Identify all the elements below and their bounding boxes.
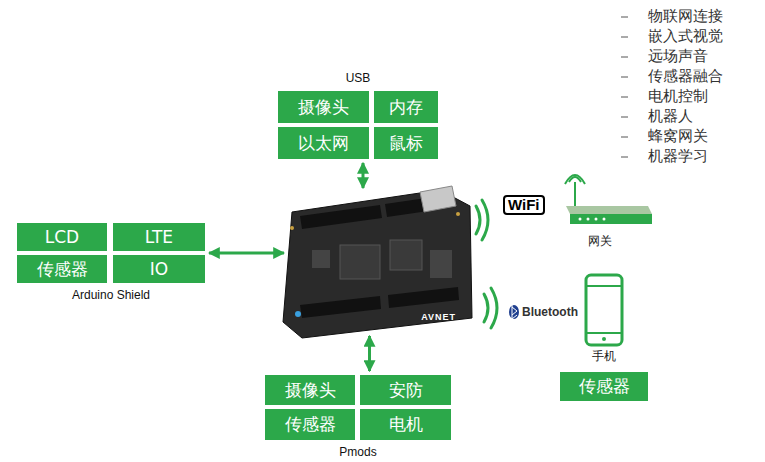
feature-box: 鼠标 [374, 127, 438, 159]
box-text: IO [150, 260, 168, 279]
list-item: 嵌入式视觉 [648, 28, 723, 45]
feature-box: IO [113, 255, 205, 283]
double-arrow [209, 252, 284, 255]
phone-icon [586, 275, 622, 345]
device-label: 网关 [588, 233, 612, 250]
board-brand: AVNET [421, 312, 456, 322]
box-text: 传感器 [579, 377, 630, 396]
feature-box: 摄像头 [278, 91, 369, 123]
feature-box: 传感器 [17, 255, 107, 283]
box-text: 内存 [389, 98, 423, 117]
list-item: 传感器融合 [648, 68, 723, 85]
feature-box: 传感器 [265, 409, 355, 440]
group-heading: Arduino Shield [0, 288, 225, 302]
box-group: Arduino ShieldLCDLTE传感器IO [17, 223, 205, 283]
double-arrow [362, 163, 365, 188]
feature-box: 电机 [360, 409, 451, 440]
bluetooth-waves [484, 288, 497, 328]
feature-box: LTE [113, 223, 205, 251]
bullet-dashes [621, 17, 628, 157]
list-item: 物联网连接 [648, 8, 723, 25]
router-icon [565, 175, 652, 224]
list-item: 远场声音 [648, 48, 708, 65]
feature-box: LCD [17, 223, 107, 251]
box-text: 传感器 [37, 260, 88, 279]
box-text: 摄像头 [285, 381, 336, 400]
bluetooth-symbol [509, 305, 519, 319]
feature-box: 传感器 [560, 372, 648, 401]
box-text: 安防 [389, 381, 423, 400]
box-text: 电机 [389, 415, 423, 434]
list-item: 机器学习 [648, 148, 708, 165]
feature-box: 摄像头 [265, 375, 355, 405]
box-text: 以太网 [298, 134, 349, 153]
list-item: 蜂窝网关 [648, 128, 708, 145]
board-illustration [283, 186, 472, 338]
device-label: 手机 [592, 348, 616, 365]
group-heading: USB [258, 71, 458, 85]
bluetooth-logo: Bluetooth [522, 305, 578, 319]
feature-box: 内存 [374, 91, 438, 123]
feature-box: 安防 [360, 375, 451, 405]
list-item: 机器人 [648, 108, 693, 125]
box-text: 鼠标 [389, 134, 423, 153]
wifi-logo: WiFi [503, 195, 545, 215]
double-arrow [368, 336, 371, 371]
group-heading: Pmods [245, 445, 471, 459]
board-node: AVNET [288, 192, 468, 332]
wifi-waves [476, 200, 488, 240]
box-text: LTE [145, 228, 173, 247]
box-text: LCD [45, 228, 79, 247]
box-text: 摄像头 [298, 98, 349, 117]
list-item: 电机控制 [648, 88, 708, 105]
box-group: USB摄像头内存以太网鼠标 [278, 91, 438, 159]
box-group: Pmods摄像头安防传感器电机 [265, 375, 451, 440]
feature-box: 以太网 [278, 127, 369, 159]
box-text: 传感器 [285, 415, 336, 434]
